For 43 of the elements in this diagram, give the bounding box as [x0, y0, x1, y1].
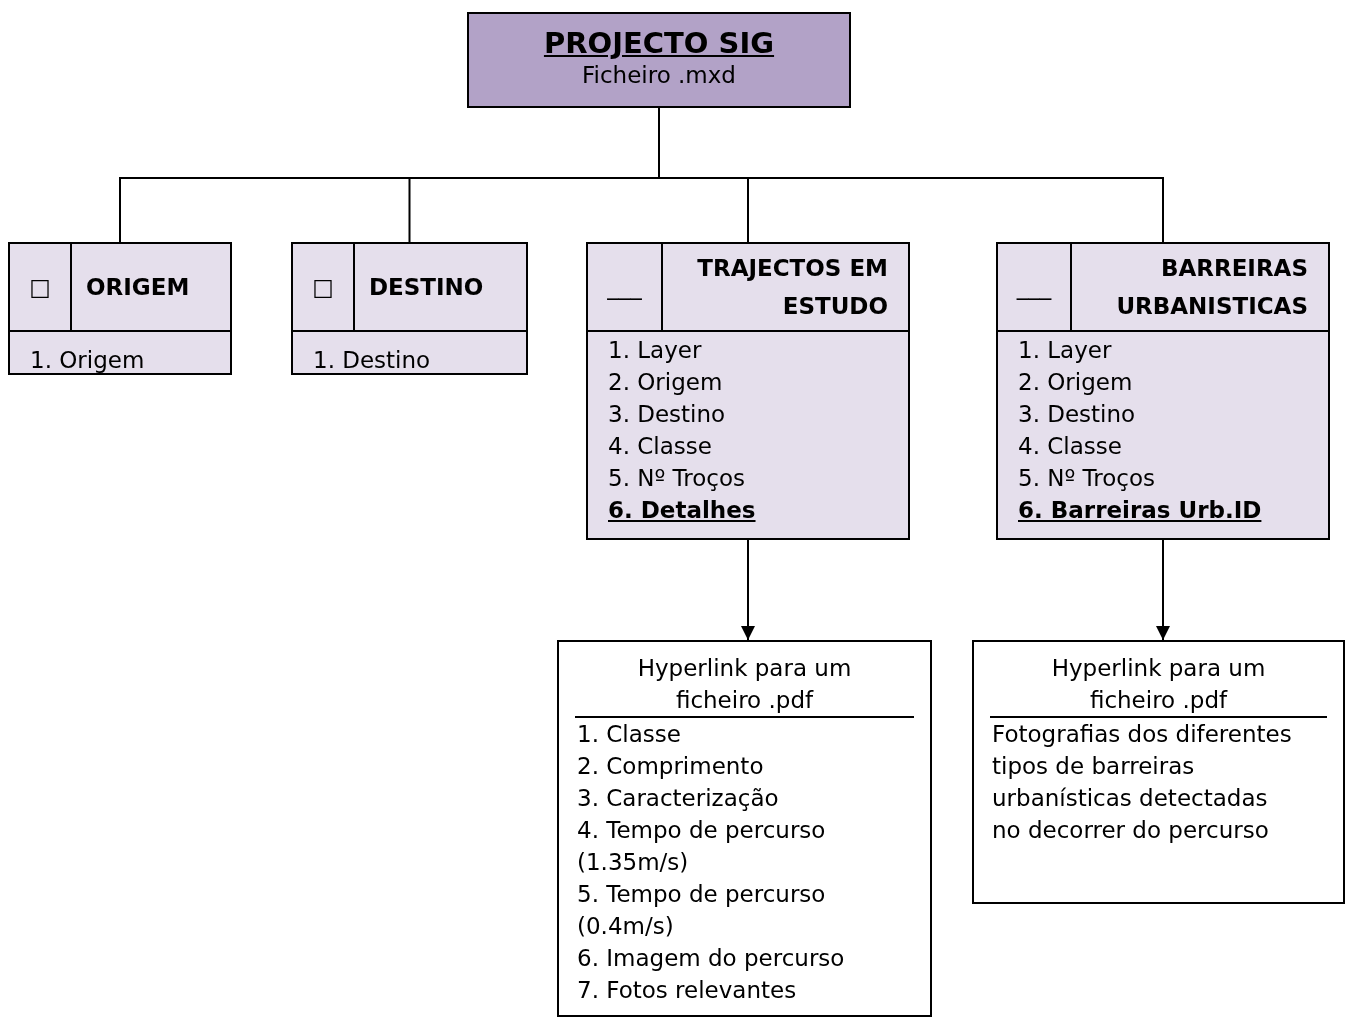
- list-item: 2. Origem: [1018, 368, 1134, 397]
- heading-text: TRAJECTOS EM ESTUDO: [696, 254, 888, 321]
- table-box: [291, 242, 528, 375]
- arrow: [741, 539, 755, 641]
- list-item: 3. Destino: [1018, 400, 1137, 429]
- list-item: 1. Destino: [313, 346, 432, 375]
- list-item: 5. Tempo de percurso (0.4m/s): [577, 880, 827, 941]
- heading-text: BARREIRAS URBANISTICAS: [1115, 254, 1308, 321]
- link-text: 6. Detalhes: [608, 496, 757, 525]
- link-text: 6. Barreiras Urb.ID: [1018, 496, 1263, 525]
- title-box: [467, 12, 851, 108]
- heading-text: ORIGEM: [86, 273, 191, 302]
- symbol-text: ___: [1016, 275, 1052, 299]
- list-item: 5. Nº Troços: [608, 464, 746, 493]
- list-item: 7. Fotos relevantes: [577, 976, 798, 1005]
- list-item: 4. Classe: [608, 432, 713, 461]
- list-item: 4. Tempo de percurso (1.35m/s): [577, 816, 827, 877]
- symbol-text: ___: [607, 275, 642, 299]
- symbol-text: □: [312, 275, 334, 299]
- arrow: [1156, 539, 1170, 641]
- list-item: 5. Nº Troços: [1018, 464, 1156, 493]
- title-text: PROJECTO SIG: [542, 26, 776, 60]
- list-item: 1. Layer: [1018, 336, 1113, 365]
- note-box: [972, 640, 1345, 904]
- table-box: [586, 242, 910, 540]
- list-item: 1. Origem: [30, 346, 146, 375]
- list-item: 6. Imagem do percurso: [577, 944, 846, 973]
- table-box: [8, 242, 232, 375]
- list-item: 2. Origem: [608, 368, 724, 397]
- list-item: 4. Classe: [1018, 432, 1123, 461]
- subtitle-text: Ficheiro .mxd: [581, 61, 737, 90]
- note-heading: Hyperlink para um ficheiro .pdf: [575, 652, 914, 718]
- list-item: 3. Caracterização: [577, 784, 780, 813]
- list-item: 1. Classe: [577, 720, 682, 749]
- list-item: 2. Comprimento: [577, 752, 765, 781]
- list-item: 1. Layer: [608, 336, 703, 365]
- table-box: [996, 242, 1330, 540]
- list-item: Fotografias dos diferentes tipos de barreiras urbanísticas detectadas no decorrer do percurso: [992, 720, 1292, 845]
- symbol-text: □: [29, 275, 51, 299]
- heading-text: DESTINO: [369, 273, 485, 302]
- note-heading: Hyperlink para um ficheiro .pdf: [990, 652, 1327, 718]
- note-box: [557, 640, 932, 1017]
- list-item: 3. Destino: [608, 400, 727, 429]
